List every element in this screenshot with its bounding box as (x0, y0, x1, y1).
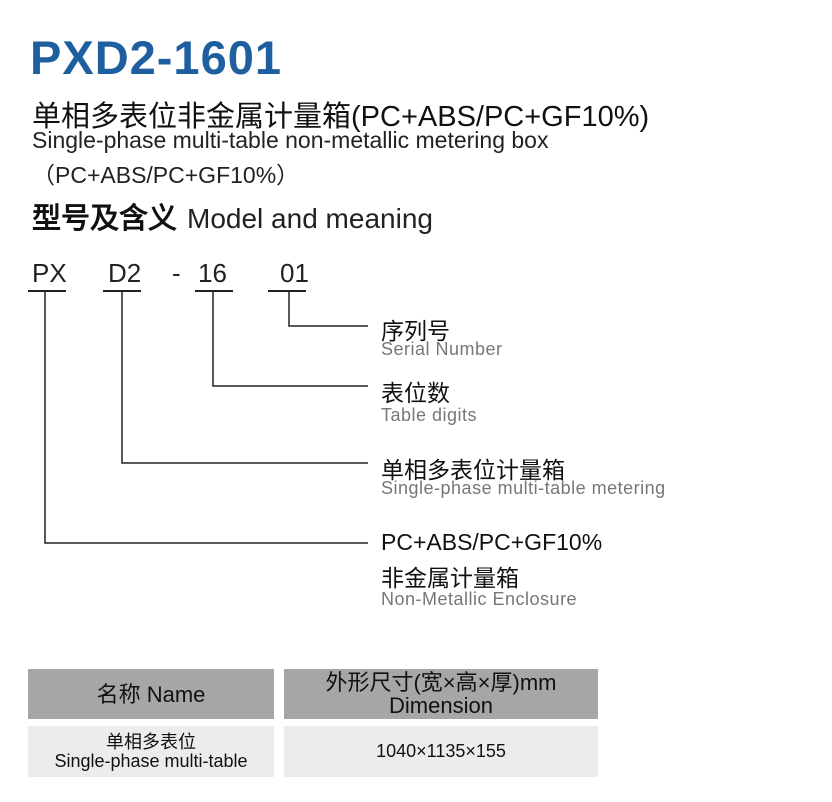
connector-01 (288, 291, 368, 327)
meaning-digits-cn: 表位数 (381, 380, 450, 406)
meaning-enclosure-cn: 非金属计量箱 (381, 565, 519, 591)
section-heading-cn: 型号及含义 (32, 203, 178, 235)
row-dimension: 1040×1135×155 (376, 741, 506, 761)
section-heading: 型号及含义 Model and meaning (32, 195, 433, 237)
underline-16 (195, 290, 233, 292)
meaning-material: PC+ABS/PC+GF10% (381, 529, 603, 555)
header-dimension-en: Dimension (389, 693, 493, 718)
product-title: PXD2-1601 (30, 31, 282, 84)
code-part-dash: - (172, 258, 181, 288)
english-subtitle: （PC+ABS/PC+GF10%） (32, 162, 300, 188)
meaning-enclosure-en: Non-Metallic Enclosure (381, 589, 578, 609)
row-name-en: Single-phase multi-table (54, 750, 248, 771)
table-header-dimension: 外形尺寸(宽×高×厚)mm Dimension (284, 669, 598, 719)
row-name-cn: 单相多表位 (106, 731, 196, 752)
code-part-d2: D2 (108, 258, 142, 288)
code-part-16: 16 (198, 258, 227, 288)
header-name-label: 名称 Name (96, 681, 206, 707)
meaning-type-cn: 单相多表位计量箱 (381, 457, 565, 483)
meaning-digits-en: Table digits (381, 405, 478, 425)
code-part-px: PX (32, 258, 67, 288)
header-dimension-cn: 外形尺寸(宽×高×厚)mm (325, 670, 557, 695)
section-heading-en: Model and meaning (187, 203, 433, 234)
meaning-type-en: Single-phase multi-table metering (381, 478, 666, 498)
connector-px (44, 291, 368, 544)
underline-d2 (103, 290, 141, 292)
table-cell-dimension: 1040×1135×155 (284, 726, 598, 777)
code-part-01: 01 (280, 258, 309, 288)
chinese-title: 单相多表位非金属计量箱(PC+ABS/PC+GF10%) (32, 101, 650, 133)
underline-px (28, 290, 66, 292)
table-header-name: 名称 Name (28, 669, 274, 719)
connector-16 (212, 291, 368, 387)
connector-d2 (121, 291, 368, 464)
meaning-serial-cn: 序列号 (381, 318, 450, 344)
meaning-serial-en: Serial Number (381, 339, 503, 359)
table-cell-name: 单相多表位 Single-phase multi-table (28, 726, 274, 777)
underline-01 (268, 290, 306, 292)
english-title: Single-phase multi-table non-metallic me… (32, 127, 549, 153)
